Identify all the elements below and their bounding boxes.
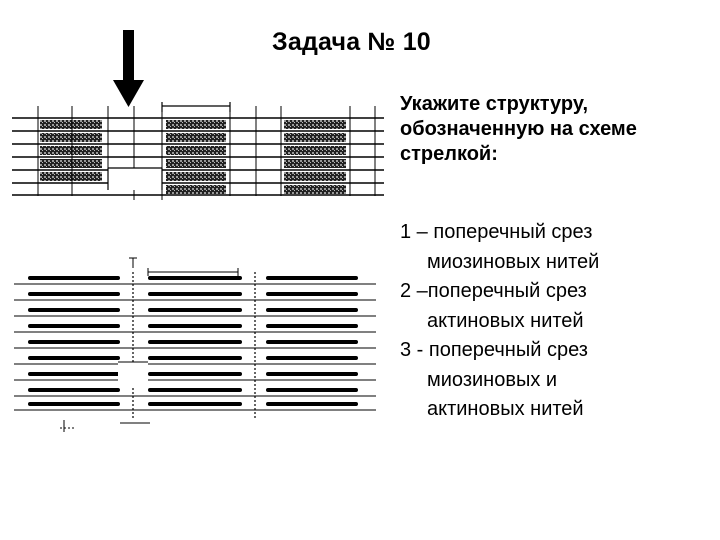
band-bracket — [161, 102, 231, 112]
answer-option-2-line-2: актиновых нитей — [427, 309, 584, 332]
a-band-block — [166, 159, 226, 168]
question-text: Укажите структуру, обозначенную на схеме… — [400, 93, 637, 165]
myofibril-striation-diagram — [12, 102, 384, 200]
a-band-block — [284, 133, 346, 142]
a-band-block — [40, 146, 102, 155]
answer-option-2-line-1: 2 –поперечный срез — [400, 280, 587, 302]
a-band-block — [40, 133, 102, 142]
answer-option-1-line-2: миозиновых нитей — [427, 250, 600, 273]
answer-option-3-line-1: 3 - поперечный срез — [400, 339, 588, 361]
a-band-block — [40, 159, 102, 168]
a-band-block — [166, 146, 226, 155]
a-band-block — [166, 172, 226, 181]
a-band-block — [40, 172, 102, 181]
answer-option-3-line-2: миозиновых и — [427, 368, 558, 391]
answer-option-1-line-1: 1 – поперечный срез — [400, 221, 593, 243]
down-arrow-icon — [113, 30, 144, 107]
a-band-block — [166, 120, 226, 129]
a-band-block — [166, 133, 226, 142]
answer-options: 1 – поперечный срез миозиновых нитей 2 –… — [400, 218, 710, 425]
answer-option-3: 3 - поперечный срез миозиновых и актинов… — [400, 336, 710, 425]
a-band-block — [284, 172, 346, 181]
a-band-block — [284, 159, 346, 168]
answer-option-1: 1 – поперечный срез миозиновых нитей — [400, 218, 710, 277]
slide-title: Задача № 10 — [272, 28, 431, 56]
answer-option-2: 2 –поперечный срез актиновых нитей — [400, 277, 710, 336]
a-band-block — [284, 185, 346, 194]
a-band-block — [40, 120, 102, 129]
a-band-block — [284, 146, 346, 155]
answer-option-3-line-3: актиновых нитей — [427, 398, 584, 420]
filament-schematic — [14, 257, 376, 432]
sarcomere-diagram — [12, 30, 384, 432]
a-band-block — [166, 185, 226, 194]
a-band-block — [284, 120, 346, 129]
